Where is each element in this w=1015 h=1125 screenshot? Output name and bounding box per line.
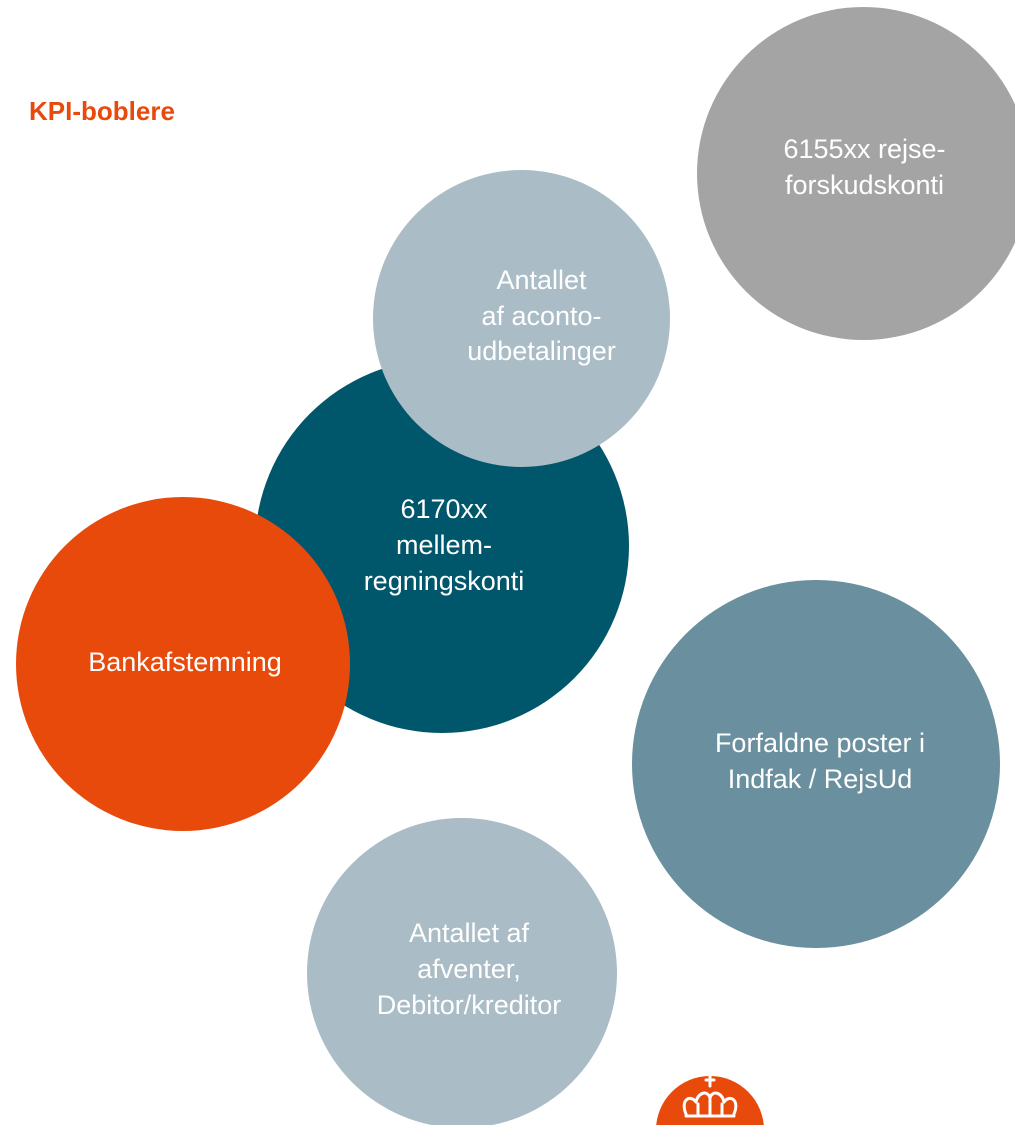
bubble-bankafstemning: Bankafstemning xyxy=(16,497,350,831)
bubble-forfaldne-poster: Forfaldne poster i Indfak / RejsUd xyxy=(632,580,1000,948)
bubble-bankafstemning-label: Bankafstemning xyxy=(88,647,282,678)
bubble-forfaldne-poster-label: Forfaldne poster i Indfak / RejsUd xyxy=(714,728,926,794)
bubble-acontoudbetalinger-label: Antallet af aconto- udbetalinger xyxy=(467,264,616,367)
page-title: KPI-boblere xyxy=(29,96,175,126)
bubble-acontoudbetalinger: Antallet af aconto- udbetalinger xyxy=(373,170,670,467)
bubble-rejseforskudskonti-label: 6155xx rejse- forskudskonti xyxy=(783,133,946,200)
crown-icon xyxy=(656,1074,764,1125)
bubble-mellemregningskonti-label: 6170xx mellem- regningskonti xyxy=(363,494,525,596)
bubble-afventer-label: Antallet af afventer, Debitor/kreditor xyxy=(376,918,562,1020)
bubble-rejseforskudskonti: 6155xx rejse- forskudskonti xyxy=(697,7,1015,340)
bubble-afventer: Antallet af afventer, Debitor/kreditor xyxy=(307,818,617,1125)
